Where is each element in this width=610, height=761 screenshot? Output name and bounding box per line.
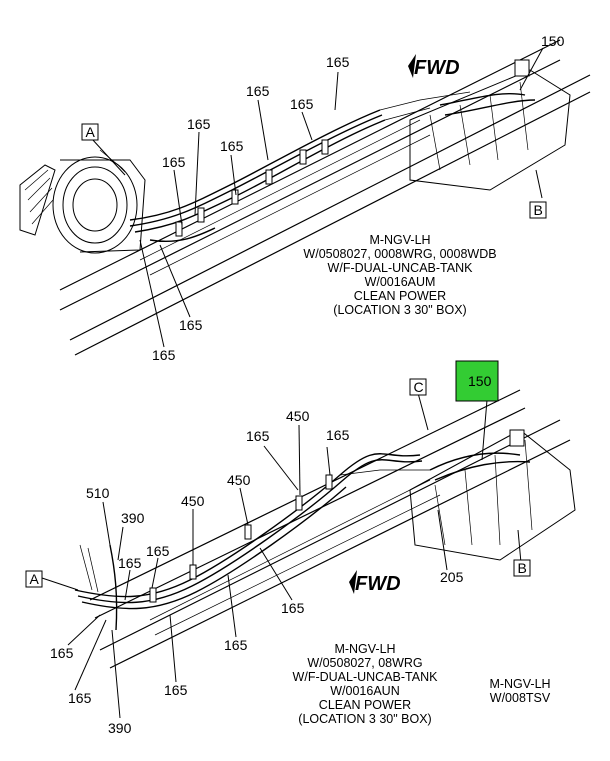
bottom-callout-450-1: 450 (286, 408, 310, 424)
top-callout-b-box (529, 201, 547, 219)
top-reel-assembly (19, 149, 146, 254)
top-callout-a: A (86, 124, 96, 140)
top-callout-165-2: 165 (246, 83, 270, 99)
bottom-callout-b-box (513, 559, 531, 577)
bottom-callout-165-3: 165 (146, 543, 170, 559)
top-rear-box (409, 59, 571, 191)
top-caption: M-NGV-LH W/0508027, 0008WRG, 0008WDB W/F… (303, 233, 496, 317)
top-view: FWD A B 150 165 165 165 165 165 165 165 … (19, 33, 591, 363)
top-fwd-indicator: FWD (408, 54, 460, 79)
bottom-callout-a-box (25, 570, 43, 588)
bottom-caption-line-6: (LOCATION 3 30" BOX) (298, 712, 431, 726)
bottom-view: FWD 150 C A B 450 165 165 450 450 510 39… (25, 360, 576, 736)
top-callout-a-box (81, 123, 99, 141)
bottom-callout-450-2: 450 (227, 472, 251, 488)
bottom-callout-165-6: 165 (224, 637, 248, 653)
bottom-caption: M-NGV-LH W/0508027, 08WRG W/F-DUAL-UNCAB… (293, 642, 439, 726)
bottom-callout-165-1: 165 (326, 427, 350, 443)
bottom-callout-165-5: 165 (281, 600, 305, 616)
bottom-fwd-indicator: FWD (349, 570, 401, 595)
top-fwd-label: FWD (414, 57, 460, 79)
top-caption-line-2: W/0508027, 0008WRG, 0008WDB (303, 247, 496, 261)
bottom-frame-rail (89, 389, 571, 669)
bottom-fwd-label: FWD (355, 573, 401, 595)
bottom-wire-harness (74, 453, 430, 631)
bottom-side-caption-line-1: M-NGV-LH (489, 677, 550, 691)
bottom-callout-165-4: 165 (118, 555, 142, 571)
top-caption-line-5: CLEAN POWER (354, 289, 446, 303)
bottom-callout-c-box (409, 378, 427, 396)
bottom-leader-lines (41, 392, 522, 719)
top-callout-165-5: 165 (220, 138, 244, 154)
bottom-callout-165-8: 165 (164, 682, 188, 698)
bottom-caption-line-1: M-NGV-LH (334, 642, 395, 656)
top-caption-line-4: W/0016AUM (365, 275, 436, 289)
top-callout-165-1: 165 (326, 54, 350, 70)
top-callout-165-4: 165 (187, 116, 211, 132)
bottom-callout-390-2: 390 (108, 720, 132, 736)
top-callout-150: 150 (541, 33, 565, 49)
top-callout-165-8: 165 (152, 347, 176, 363)
bottom-callout-450-3: 450 (181, 493, 205, 509)
bottom-callout-c: C (414, 379, 424, 395)
bottom-callout-b: B (518, 560, 527, 576)
bottom-side-caption-line-2: W/008TSV (490, 691, 551, 705)
bottom-caption-line-2: W/0508027, 08WRG (307, 656, 422, 670)
bottom-caption-line-3: W/F-DUAL-UNCAB-TANK (293, 670, 439, 684)
top-leader-lines (91, 47, 544, 348)
bottom-callout-510: 510 (86, 485, 110, 501)
bottom-side-caption: M-NGV-LH W/008TSV (489, 677, 550, 705)
top-callout-165-7: 165 (179, 317, 203, 333)
bottom-callout-205: 205 (440, 569, 464, 585)
bottom-callout-150-highlight (455, 360, 499, 402)
top-frame-rail (59, 39, 591, 356)
bottom-callout-165-2: 165 (246, 428, 270, 444)
bottom-caption-line-4: W/0016AUN (330, 684, 399, 698)
top-harness-clips (175, 139, 329, 237)
bottom-callout-a: A (30, 571, 40, 587)
bottom-caption-line-5: CLEAN POWER (319, 698, 411, 712)
bottom-callout-165-9: 165 (68, 690, 92, 706)
top-callout-165-3: 165 (290, 96, 314, 112)
bottom-rear-box (409, 429, 576, 561)
bottom-harness-clips (149, 474, 333, 603)
top-caption-line-3: W/F-DUAL-UNCAB-TANK (328, 261, 474, 275)
top-caption-line-1: M-NGV-LH (369, 233, 430, 247)
top-callout-b: B (534, 202, 543, 218)
top-callout-165-6: 165 (162, 154, 186, 170)
bottom-callout-150: 150 (468, 373, 492, 389)
bottom-callout-165-7: 165 (50, 645, 74, 661)
bottom-callout-390-1: 390 (121, 510, 145, 526)
top-caption-line-6: (LOCATION 3 30" BOX) (333, 303, 466, 317)
